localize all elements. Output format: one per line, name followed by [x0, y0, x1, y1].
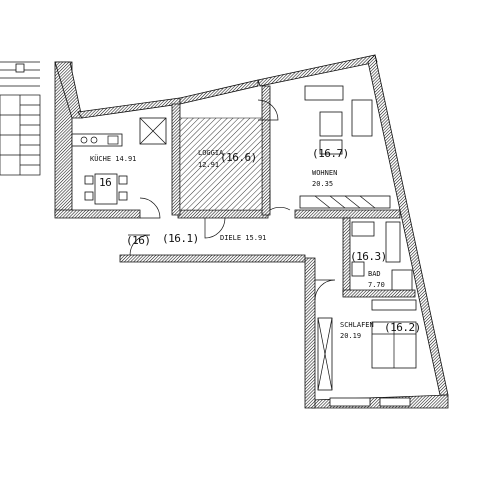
kueche-area: 14.91	[115, 155, 137, 163]
door-swings	[128, 99, 336, 301]
loggia-tag: (16.6)	[220, 151, 257, 164]
wohnen-area: 20.35	[312, 180, 334, 188]
loggia-name: LOGGIA	[198, 149, 224, 157]
bath-fixtures	[351, 221, 413, 291]
entry-tag: (16)	[126, 234, 151, 247]
bad-tag: (16.3)	[350, 250, 387, 263]
bad-area: 7.70	[368, 281, 385, 289]
kueche-label: KÜCHE 14.91	[90, 156, 136, 163]
living-furniture	[299, 85, 391, 209]
bedroom-furniture	[317, 299, 417, 391]
kueche-tag: 16	[99, 176, 112, 189]
dining-table	[84, 173, 128, 205]
bad-name: BAD	[368, 270, 381, 278]
wohnen-tag: (16.7)	[312, 147, 349, 160]
diele-tag: (16.1)	[162, 232, 199, 245]
loggia-floor	[179, 117, 263, 211]
wohnen-name: WOHNEN	[312, 169, 338, 177]
kitchen-counter	[71, 117, 167, 147]
staircase	[0, 61, 41, 176]
schlafen-name: SCHLAFEN	[340, 321, 374, 329]
diele-name: DIELE	[220, 234, 242, 242]
loggia-area: 12.91	[198, 161, 220, 169]
kueche-name: KÜCHE	[90, 155, 112, 163]
diele-area: 15.91	[245, 234, 267, 242]
schlafen-tag: (16.2)	[384, 321, 421, 334]
windows	[329, 397, 411, 407]
schlafen-area: 20.19	[340, 332, 362, 340]
diele-label: DIELE 15.91	[220, 235, 266, 242]
